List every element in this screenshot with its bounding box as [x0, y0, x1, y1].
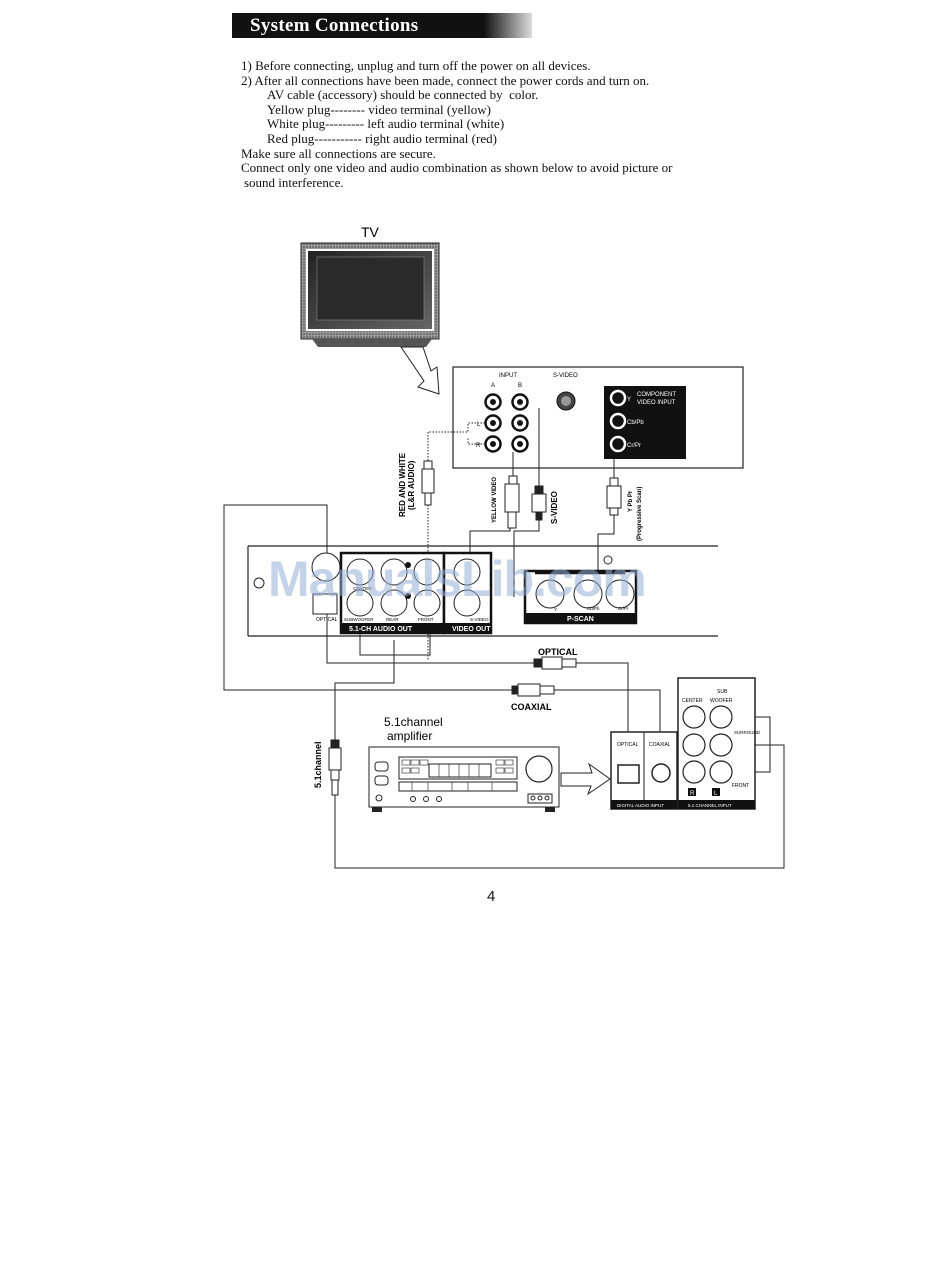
instruction-line-5: White plug--------- left audio terminal … [267, 116, 505, 132]
player-back-panel: OPTICAL 5.1-CH AUDIO OUT CENTER SUBWOOFE… [247, 545, 718, 637]
ypbpr-cable-label-2: (Progressive Scan) [637, 487, 643, 541]
amplifier-illustration: 5.1channel amplifier [368, 715, 611, 812]
front-label: FRONT [418, 617, 434, 622]
page-title: System Connections [250, 15, 419, 36]
channel51-plug [328, 739, 342, 796]
watermark: ManualsLib.com [268, 551, 647, 607]
coaxial-cable-label: COAXIAL [511, 702, 552, 712]
page-number: 4 [487, 888, 496, 905]
optical-cable-label: OPTICAL [538, 647, 578, 657]
amp-back-panel: DIGITAL AUDIO INPUT OPTICAL COAXIAL 5.1 … [610, 677, 761, 810]
subwoofer-label: SUBWOOFER [344, 617, 374, 622]
amp-optical-label: OPTICAL [617, 742, 639, 748]
tv-cb-label: Cb/Pb [627, 420, 644, 426]
tv-input-b-label: B [518, 383, 522, 389]
amp-digital-label: DIGITAL AUDIO INPUT [617, 803, 664, 808]
svideo-cable-label: S-VIDEO [550, 491, 559, 524]
red-white-cable-label-1: RED AND WHITE [398, 452, 407, 517]
instruction-line-4: Yellow plug-------- video terminal (yell… [267, 101, 491, 117]
title-bar [232, 13, 532, 38]
tv-component-label-2: VIDEO INPUT [637, 400, 676, 406]
rear-label: REAR [386, 617, 399, 622]
tv-r-label: R [476, 443, 481, 449]
player-svideo-label: S-VIDEO [470, 617, 489, 622]
amp-surround-label: SURROUND [734, 730, 761, 735]
instruction-line-8: Connect only one video and audio combina… [241, 160, 673, 176]
amp-r-label: R [690, 791, 695, 797]
red-white-cable-label-2: (L&R AUDIO) [407, 460, 416, 510]
player-y-label: Y [554, 607, 557, 612]
cable-plugs [421, 460, 622, 529]
amp-l-label: L [714, 791, 718, 797]
amplifier-label-1: 5.1channel [384, 715, 443, 729]
tv-cr-label: Cr/Pr [627, 443, 641, 449]
instruction-line-9: sound interference. [244, 174, 344, 190]
tv-illustration: TV [300, 224, 440, 395]
pscan-label: P-SCAN [567, 616, 594, 623]
amplifier-label-2: amplifier [387, 729, 432, 743]
tv-back-panel: INPUT A B S-VIDEO L R COMPONENT VIDEO IN… [452, 366, 744, 469]
amp-sub-label: SUB [717, 689, 728, 695]
player-cr-label: Cr/Pr [618, 606, 629, 611]
tv-l-label: L [477, 422, 481, 428]
tv-label: TV [361, 224, 380, 240]
yellow-video-cable-label: YELLOW VIDEO [492, 477, 498, 523]
amp-woofer-label: WOOFER [710, 698, 733, 704]
tv-input-a-label: A [491, 383, 495, 389]
ypbpr-cable-label-1: Y Pb Pr [628, 490, 634, 512]
tv-input-label: INPUT [499, 373, 517, 379]
audio-out-label: 5.1-CH AUDIO OUT [349, 626, 413, 633]
amp-coaxial-label: COAXIAL [649, 742, 671, 748]
lower-cables [223, 504, 785, 869]
amp-channel-input-label: 5.1 CHANNEL INPUT [688, 803, 732, 808]
instruction-line-2: 2) After all connections have been made,… [241, 72, 650, 88]
coaxial-plug [511, 683, 555, 697]
instruction-line-6: Red plug----------- right audio terminal… [267, 130, 497, 146]
instruction-line-3: AV cable (accessory) should be connected… [267, 87, 539, 103]
amp-center-label: CENTER [682, 698, 703, 704]
amp-front-label: FRONT [732, 783, 749, 789]
instruction-line-1: 1) Before connecting, unplug and turn of… [241, 58, 591, 73]
instruction-line-7: Make sure all connections are secure. [241, 145, 436, 161]
tv-svideo-label: S-VIDEO [553, 373, 578, 379]
tv-y-label: Y [627, 397, 631, 403]
tv-component-label-1: COMPONENT [637, 392, 676, 398]
instructions: 1) Before connecting, unplug and turn of… [241, 58, 673, 190]
channel51-cable-label: 5.1channel [313, 741, 323, 788]
player-cb-label: Cb/Pb [587, 606, 600, 611]
video-out-label: VIDEO OUT [452, 626, 491, 633]
optical-plug [533, 656, 577, 670]
center-label: CENTER [353, 586, 372, 591]
